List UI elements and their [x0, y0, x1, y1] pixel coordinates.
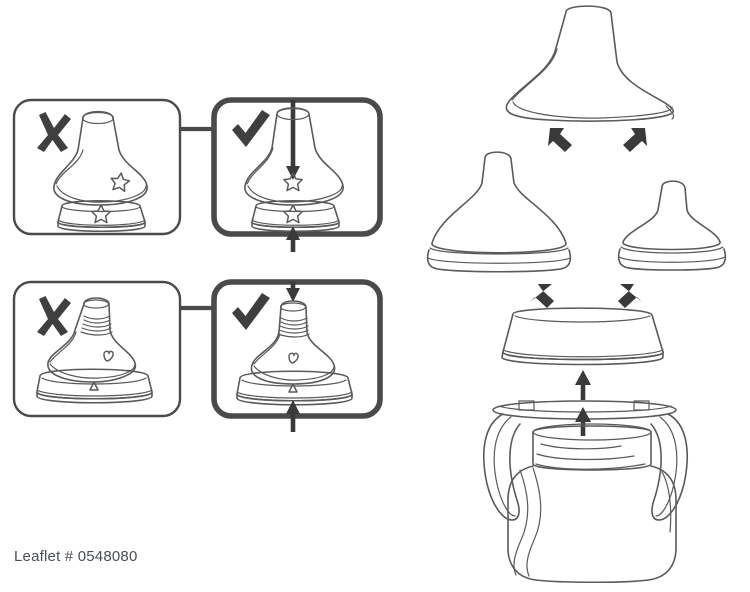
- collar-ring-misaligned: [57, 199, 146, 233]
- wide-neck-teat: [426, 151, 572, 273]
- exploded-assembly-diagram: [426, 5, 727, 584]
- panel-straw-incorrect[interactable]: [12, 280, 182, 418]
- alignment-heart-mark: [103, 350, 114, 362]
- instruction-row-sippy: [12, 97, 383, 252]
- collar-ring-aligned: [251, 199, 340, 233]
- panel-border: [12, 98, 182, 236]
- screw-collar: [501, 307, 664, 366]
- panel-sippy-incorrect[interactable]: [12, 98, 182, 236]
- handle-ring-with-handles: [482, 400, 689, 521]
- check-mark: [232, 293, 270, 330]
- panel-sippy-correct[interactable]: [211, 97, 383, 252]
- up-arrow-cup: [575, 407, 591, 436]
- cross-mark: [37, 296, 71, 336]
- up-arrow-collar: [575, 370, 591, 400]
- panel-straw-correct[interactable]: [211, 279, 383, 432]
- neck-threads: [535, 443, 646, 470]
- narrow-spout-misaligned: [47, 297, 136, 383]
- up-arrow-bottom: [286, 400, 300, 432]
- cross-mark: [37, 112, 71, 152]
- check-mark: [232, 110, 270, 147]
- alignment-heart-mark: [288, 352, 299, 364]
- arrow-pair-to-teats: [530, 284, 642, 308]
- alignment-triangle-mark: [288, 383, 298, 393]
- narrow-spout-aligned: [250, 300, 336, 385]
- sippy-spout-misaligned: [53, 110, 148, 206]
- arrow-pair-to-wide-spout: [548, 128, 647, 152]
- cup-body-with-threaded-neck: [507, 423, 677, 584]
- alignment-triangle-mark: [89, 381, 99, 391]
- wide-flared-spout: [505, 5, 675, 122]
- spout-neck-ribs: [277, 317, 310, 338]
- collar-base-aligned: [236, 370, 353, 406]
- down-arrow-top: [286, 282, 300, 302]
- instruction-row-straw: [12, 279, 383, 432]
- leaflet-number-caption: Leaflet # 0548080: [14, 548, 138, 565]
- sippy-spout-aligned: [244, 107, 344, 206]
- spout-neck-ribs: [80, 315, 113, 336]
- narrow-neck-teat: [617, 180, 727, 271]
- up-arrow-bottom: [286, 226, 300, 252]
- collar-base-misaligned: [36, 368, 153, 404]
